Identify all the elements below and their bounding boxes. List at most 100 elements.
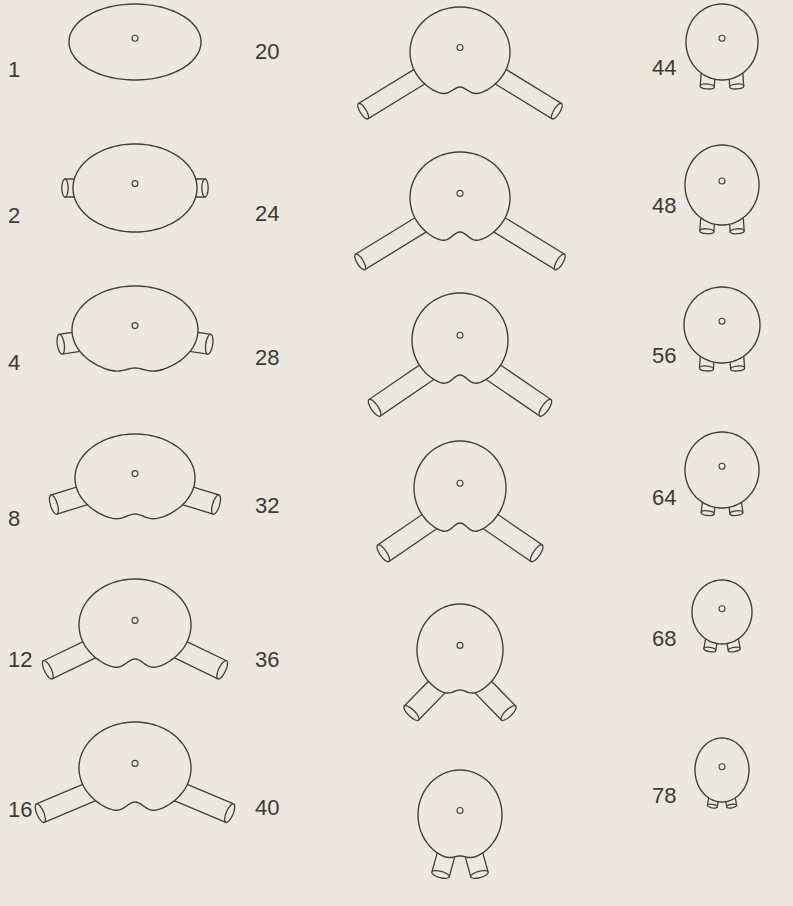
- body-outline: [73, 144, 197, 232]
- process-end: [537, 398, 554, 418]
- process-end: [699, 366, 713, 372]
- process-end: [431, 869, 450, 880]
- process-end: [700, 84, 714, 90]
- process-end: [730, 228, 744, 234]
- body-outline: [412, 293, 508, 383]
- stage-number: 40: [255, 796, 279, 820]
- stage-number: 20: [255, 40, 279, 64]
- center-dot: [132, 617, 138, 623]
- stage-number: 48: [652, 194, 676, 218]
- section-figure: [402, 604, 518, 723]
- body-outline: [685, 432, 759, 508]
- process-end: [353, 253, 368, 272]
- process-end: [726, 803, 736, 808]
- process-end: [728, 646, 741, 652]
- section-figure: [62, 144, 208, 232]
- section-figure: [356, 7, 564, 120]
- stage-number: 68: [652, 627, 676, 651]
- body-outline: [692, 580, 752, 644]
- body-outline: [79, 722, 191, 810]
- section-figure: [48, 434, 223, 519]
- process-end: [549, 102, 564, 121]
- center-dot: [457, 480, 463, 486]
- process-end: [707, 803, 717, 808]
- stage-number: 24: [255, 202, 279, 226]
- center-dot: [132, 471, 138, 477]
- center-dot: [457, 332, 463, 338]
- process-end: [62, 179, 68, 197]
- process-end: [701, 510, 714, 516]
- stage-number: 12: [8, 648, 32, 672]
- center-dot: [719, 463, 725, 469]
- stage-number: 36: [255, 648, 279, 672]
- section-figure: [685, 432, 759, 516]
- process-end: [40, 659, 55, 680]
- body-outline: [410, 7, 510, 94]
- process-end: [402, 704, 421, 723]
- process-end: [730, 510, 743, 516]
- section-figure: [692, 580, 752, 653]
- section-figure: [418, 770, 502, 880]
- process-end: [499, 704, 518, 723]
- body-outline: [418, 770, 502, 857]
- process-end: [470, 869, 489, 880]
- body-outline: [410, 152, 510, 240]
- stage-number: 44: [652, 56, 676, 80]
- center-dot: [132, 181, 138, 187]
- process-end: [202, 179, 208, 197]
- section-figure: [686, 4, 758, 89]
- center-dot: [719, 35, 725, 41]
- center-dot: [132, 323, 138, 329]
- section-figure: [69, 4, 201, 80]
- body-outline: [79, 579, 191, 667]
- center-dot: [457, 45, 463, 51]
- process-end: [730, 366, 744, 372]
- process-end: [204, 334, 214, 355]
- process-end: [48, 494, 61, 515]
- process-end: [56, 334, 66, 355]
- stage-number: 32: [255, 494, 279, 518]
- stage-number: 16: [8, 798, 32, 822]
- center-dot: [132, 35, 138, 41]
- body-outline: [695, 738, 749, 802]
- section-figure: [695, 738, 749, 809]
- center-dot: [457, 808, 463, 814]
- process-end: [366, 398, 383, 418]
- section-figure: [684, 287, 760, 371]
- stage-number: 64: [652, 486, 676, 510]
- center-dot: [132, 760, 138, 766]
- body-outline: [417, 604, 503, 693]
- body-outline: [72, 286, 198, 371]
- process-end: [223, 803, 237, 824]
- process-end: [552, 253, 567, 272]
- body-outline: [69, 4, 201, 80]
- center-dot: [719, 606, 725, 612]
- body-outline: [75, 434, 195, 519]
- stage-number: 8: [8, 507, 20, 531]
- center-dot: [719, 318, 725, 324]
- process-end: [730, 84, 744, 90]
- center-dot: [719, 764, 725, 770]
- body-outline: [414, 441, 506, 531]
- process-end: [215, 659, 230, 680]
- process-end: [375, 543, 392, 563]
- center-dot: [457, 642, 463, 648]
- body-outline: [685, 145, 759, 225]
- section-figure: [56, 286, 214, 371]
- stage-number: 4: [8, 351, 20, 375]
- section-figure: [685, 145, 759, 234]
- stage-number: 2: [8, 204, 20, 228]
- body-outline: [686, 4, 758, 80]
- section-figure: [366, 293, 554, 418]
- section-figure: [40, 579, 229, 680]
- body-outline: [684, 287, 760, 363]
- stage-number: 56: [652, 344, 676, 368]
- process-end: [700, 228, 714, 234]
- section-figure: [33, 722, 237, 824]
- stage-number: 78: [652, 784, 676, 808]
- section-figure: [375, 441, 546, 563]
- center-dot: [719, 178, 725, 184]
- process-end: [210, 494, 223, 515]
- process-end: [33, 803, 47, 824]
